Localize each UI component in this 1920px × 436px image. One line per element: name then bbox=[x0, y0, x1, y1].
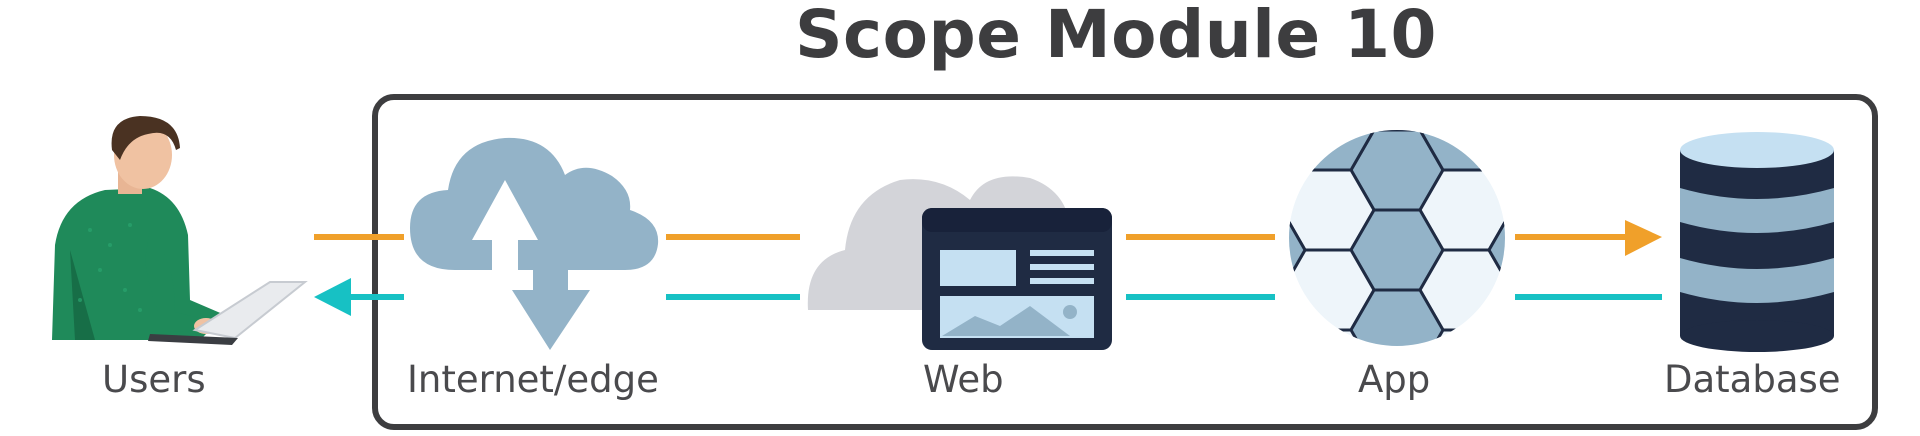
node-label-database: Database bbox=[1664, 358, 1841, 401]
node-label-users: Users bbox=[102, 358, 206, 401]
cloud-upload-download-icon bbox=[410, 137, 659, 350]
person-with-laptop-icon bbox=[52, 116, 308, 345]
hexagon-app-icon bbox=[1289, 130, 1505, 346]
request-arrowhead bbox=[1625, 220, 1662, 256]
node-label-web: Web bbox=[923, 358, 1004, 401]
response-arrowhead bbox=[314, 278, 351, 316]
node-label-app: App bbox=[1358, 358, 1431, 401]
diagram-title: Scope Module 10 bbox=[795, 0, 1437, 73]
web-page-cloud-icon bbox=[807, 176, 1112, 350]
scope-boundary-box bbox=[372, 94, 1878, 430]
database-cylinder-icon bbox=[1680, 132, 1834, 352]
node-label-internet: Internet/edge bbox=[407, 358, 659, 401]
